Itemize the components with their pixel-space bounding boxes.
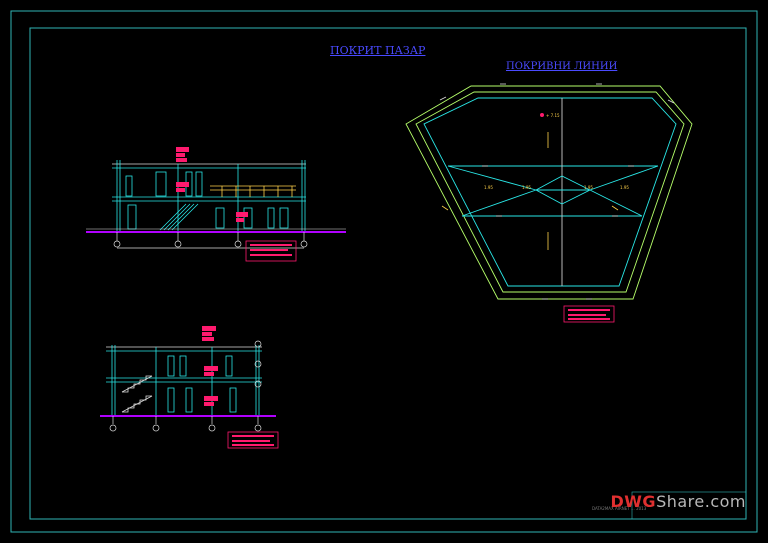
- watermark-brand: DWG: [610, 492, 657, 511]
- roof-plan-title: ПОКРИВНИ ЛИНИИ: [506, 61, 618, 72]
- slope-label-4: 1.95: [620, 185, 629, 190]
- legend-box-3: [563, 305, 615, 323]
- roof-outline-outer: [405, 85, 693, 300]
- roof-plan: [405, 83, 693, 300]
- title-block: [631, 491, 747, 520]
- section-view-1: [112, 160, 306, 232]
- slope-label-1: 1.95: [484, 185, 493, 190]
- elevation-mark: + 7.15: [546, 113, 560, 118]
- legend-box-1: [245, 240, 297, 262]
- sheet-label: DATA2MAX AIRNET ... 2013: [592, 506, 647, 511]
- slope-label-2: 1.95: [522, 185, 531, 190]
- section-view-2: [106, 345, 262, 416]
- watermark-logo: DWGShare.com: [611, 492, 747, 511]
- watermark-rest: Share.com: [656, 492, 746, 511]
- slope-label-3: 1.95: [584, 185, 593, 190]
- legend-box-2: [227, 431, 279, 449]
- roof-outline-inner: [415, 91, 685, 293]
- outer-frame: [10, 10, 758, 533]
- inner-frame: [29, 27, 747, 520]
- axis-markers-2: [109, 340, 262, 432]
- roof-labels: + 7.15 1.95 1.95 1.95 1.95: [484, 113, 629, 190]
- annotation-notes-1: [176, 147, 248, 222]
- drawing-title: ПОКРИТ ПАЗАР: [330, 44, 426, 57]
- axis-markers-1: [113, 232, 308, 249]
- stair-2: [121, 375, 153, 413]
- roof-gutter: [423, 97, 677, 287]
- railing-1: [210, 185, 296, 197]
- annotation-notes-2: [202, 326, 218, 406]
